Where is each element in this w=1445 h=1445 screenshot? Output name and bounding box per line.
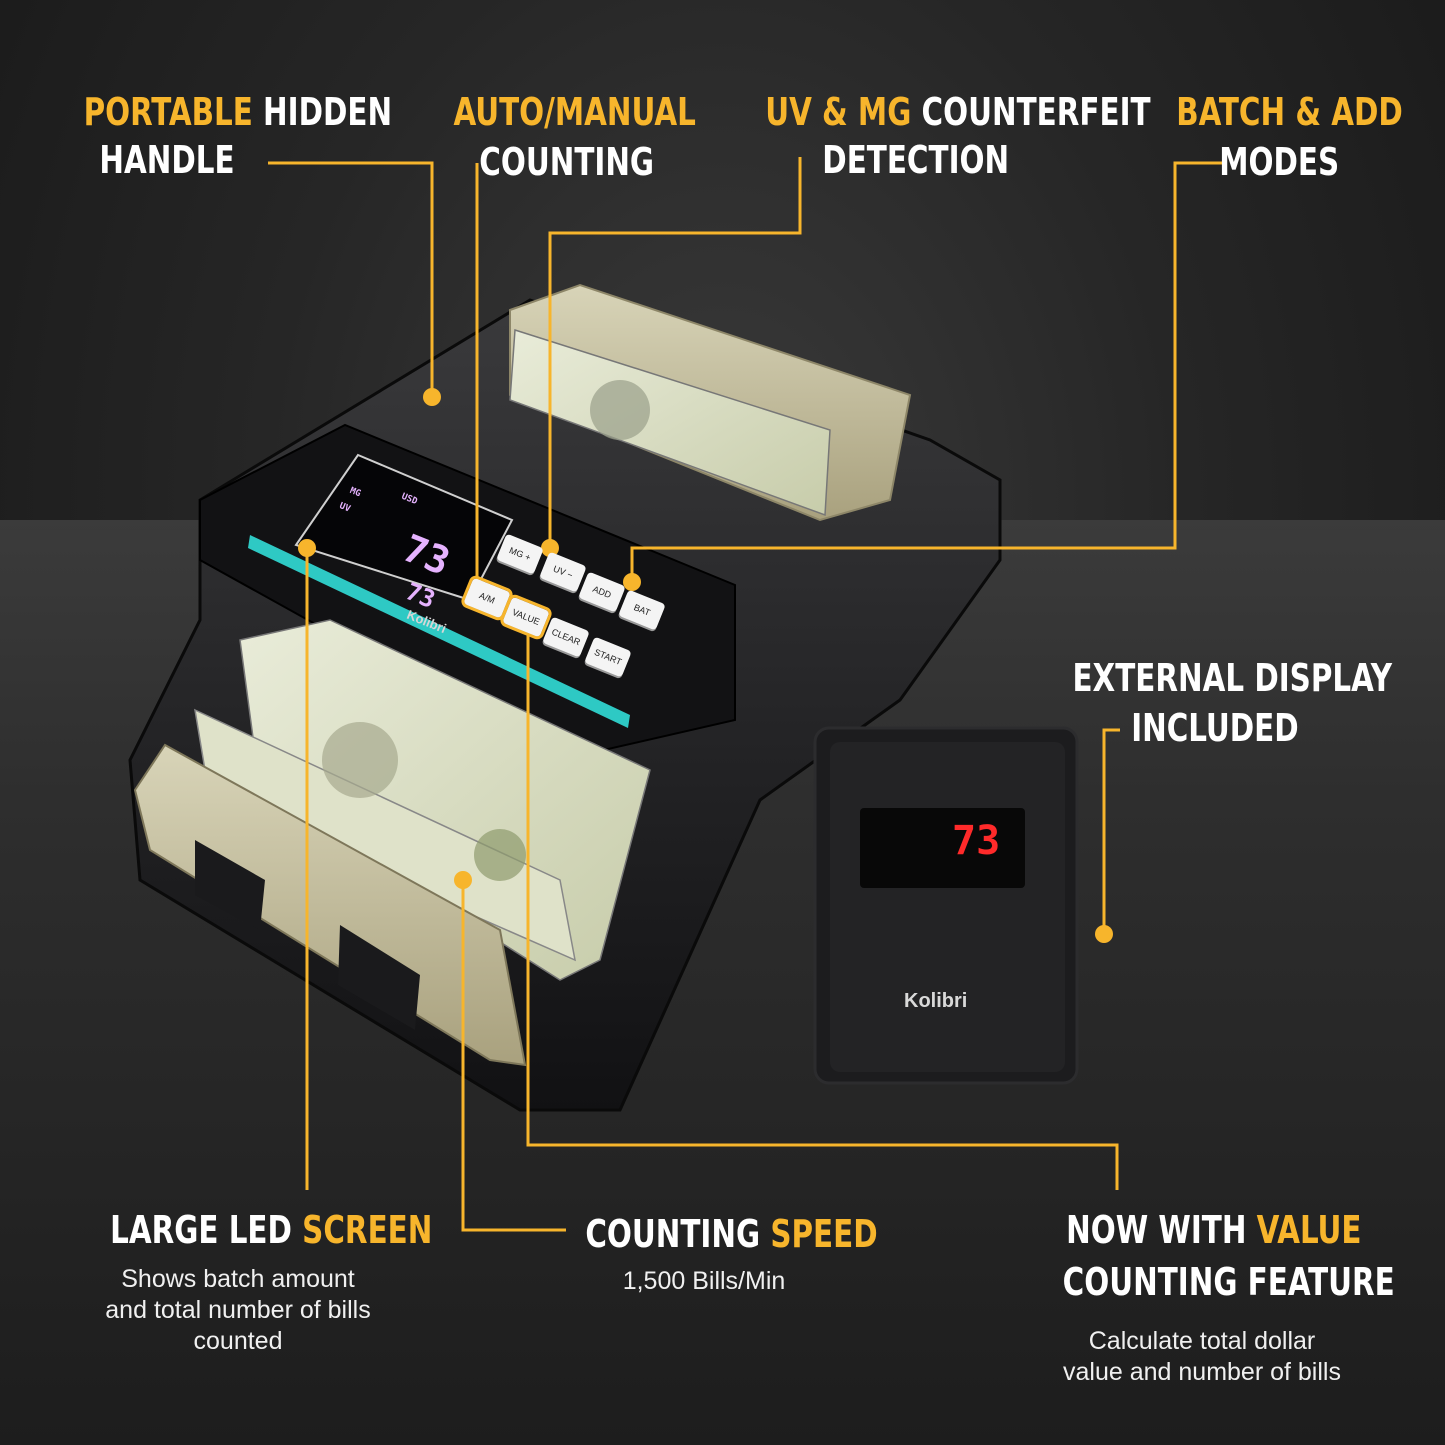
auto-manual-heading-line1: AUTO/MANUAL: [453, 90, 696, 134]
bottom-bill-stack: [133, 743, 527, 1067]
external-display-heading-line1: EXTERNAL DISPLAY: [1072, 656, 1393, 700]
external-display-count: 73: [952, 818, 1001, 864]
speed-description: 1,500 Bills/Min: [622, 1267, 786, 1295]
value-heading-line1: NOW WITH VALUE: [1066, 1208, 1362, 1252]
led-screen-description: Shows batch amount and total number of b…: [105, 1265, 371, 1355]
cyan-light-strip: [248, 535, 630, 728]
external-display-device: [813, 726, 1079, 1085]
uv-mg-heading: UV & MG COUNTERFEIT DETECTION: [765, 90, 1151, 182]
value-description: Calculate total dollar value and number …: [1063, 1327, 1341, 1386]
external-display-heading-line2: INCLUDED: [1131, 706, 1299, 750]
auto-manual-heading-line2: COUNTING: [479, 140, 655, 184]
top-front-bill: [509, 328, 831, 517]
batch-add-heading-line1: BATCH & ADD: [1176, 90, 1403, 134]
led-screen-heading: LARGE LED SCREEN: [110, 1208, 433, 1252]
value-heading-line2: COUNTING FEATURE: [1062, 1260, 1395, 1304]
handle-heading: PORTABLE HIDDEN HANDLE: [83, 90, 393, 182]
external-display-brand-logo: Kolibri: [904, 990, 968, 1012]
callout-lines: [268, 157, 1222, 1232]
external-display-screen: [860, 808, 1025, 888]
batch-add-heading-line2: MODES: [1219, 140, 1340, 184]
speed-heading: COUNTING SPEED: [585, 1212, 878, 1256]
